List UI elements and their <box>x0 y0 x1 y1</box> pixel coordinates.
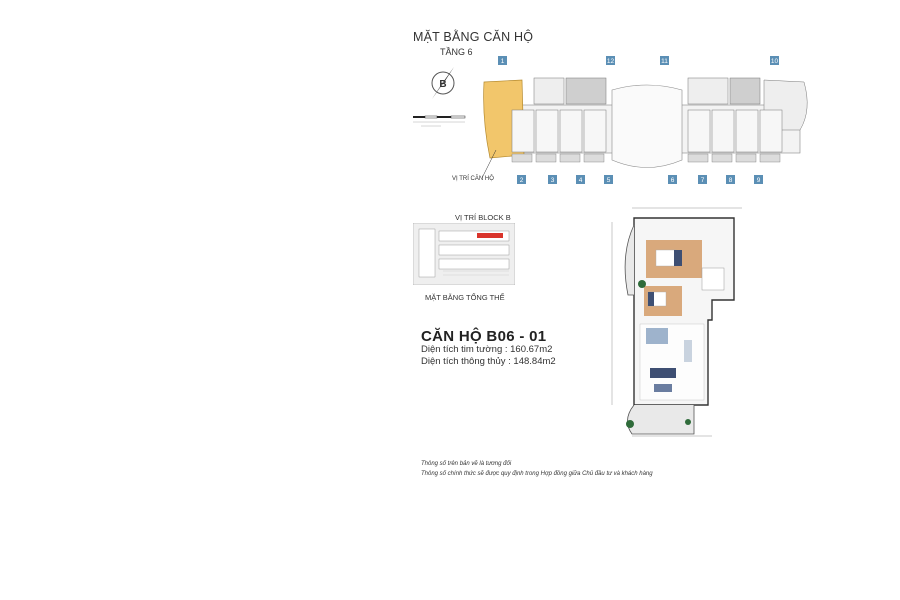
disclaimer-line-1: Thông số trên bản vẽ là tương đối <box>421 461 512 467</box>
compass-icon: B <box>431 67 455 99</box>
unit-number: 12 <box>607 58 615 65</box>
site-plan-drawing <box>413 223 515 285</box>
floor-plan-drawing: 1 12 11 10 2 3 4 5 6 7 8 9 <box>482 56 808 184</box>
compass-letter: B <box>439 79 446 90</box>
floor-label: TẦNG 6 <box>440 47 473 57</box>
unit-number: 7 <box>701 177 705 184</box>
unit-tags-bottom: 2 3 4 5 6 7 8 9 <box>517 175 763 184</box>
block-position-label: VỊ TRÍ BLOCK B <box>455 213 511 222</box>
scale-bar-icon <box>413 115 466 127</box>
unit-tags-top: 1 12 11 10 <box>498 56 779 65</box>
area-wall-centre: Diện tích tim tường : 160.67m2 <box>421 344 553 355</box>
unit-number: 11 <box>661 58 668 65</box>
site-plan-label: MẶT BẰNG TỔNG THỂ <box>425 293 505 302</box>
unit-number: 8 <box>729 177 733 184</box>
area-clear: Diện tích thông thủy : 148.84m2 <box>421 356 556 367</box>
unit-number: 2 <box>520 177 524 184</box>
unit-number: 4 <box>579 177 583 184</box>
unit-number: 1 <box>501 58 505 65</box>
unit-plan-drawing <box>611 207 742 437</box>
unit-position-label: VỊ TRÍ CĂN HỘ <box>452 176 494 182</box>
disclaimer-line-2: Thông số chính thức sẽ được quy định tro… <box>421 471 653 477</box>
unit-number: 3 <box>551 177 555 184</box>
apartment-name: CĂN HỘ B06 - 01 <box>421 328 547 345</box>
unit-number: 6 <box>671 177 675 184</box>
unit-number: 9 <box>757 177 761 184</box>
unit-number: 10 <box>771 58 779 65</box>
unit-number: 5 <box>607 177 611 184</box>
page-title: MẶT BẰNG CĂN HỘ <box>413 30 534 44</box>
block-b-highlight <box>477 233 503 238</box>
